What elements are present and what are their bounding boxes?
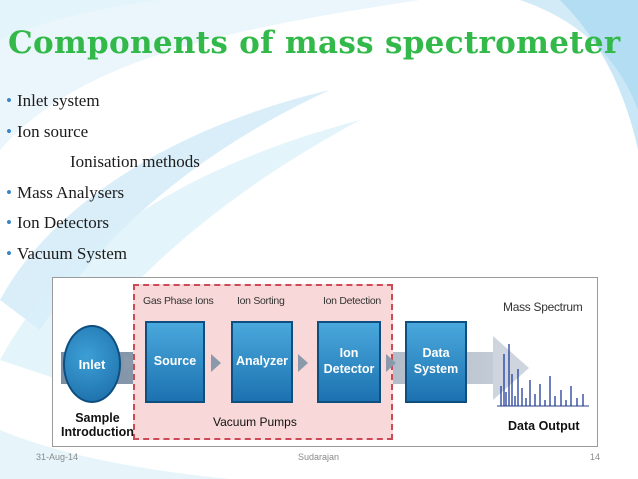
vacuum-pumps-caption: Vacuum Pumps: [213, 415, 297, 429]
analyzer-label: Analyzer: [235, 354, 289, 369]
ion-detector-label: Ion Detector: [323, 346, 375, 376]
bullet-item: •Mass Analysers: [6, 178, 200, 209]
source-node: Source: [145, 321, 205, 403]
bullet-text: Vacuum System: [16, 243, 127, 263]
bullet-list: •Inlet system •Ion source Ionisation met…: [6, 86, 200, 269]
bullet-item: •Ion source: [6, 117, 200, 148]
bullet-item: •Inlet system: [6, 86, 200, 117]
bullet-item: •Vacuum System: [6, 239, 200, 270]
bullet-glyph: •: [6, 91, 12, 110]
inlet-label: Inlet: [78, 356, 106, 372]
data-output-caption: Data Output: [508, 419, 580, 433]
sub-bullet-item: Ionisation methods: [6, 147, 200, 178]
sample-introduction-caption: Sample Introduction: [61, 411, 134, 439]
mass-spectrum-plot: [497, 344, 589, 407]
arrow-icon: [298, 354, 308, 372]
bullet-glyph: •: [6, 121, 12, 141]
bullet-glyph: •: [6, 213, 12, 232]
bullet-item: •Ion Detectors: [6, 208, 200, 239]
arrow-icon: [211, 354, 221, 372]
arrow-icon: [124, 354, 134, 372]
arrow-icon: [386, 354, 396, 372]
footer-author: Sudarajan: [298, 452, 340, 462]
mass-spectrometer-diagram: Gas Phase Ions Ion Sorting Ion Detection…: [52, 277, 598, 447]
analyzer-node: Analyzer: [231, 321, 293, 403]
bullet-text: Ion source: [16, 121, 89, 141]
bullet-glyph: •: [6, 243, 12, 263]
footer-date: 31-Aug-14: [36, 452, 79, 462]
slide-title: Components of mass spectrometer: [8, 25, 621, 61]
data-system-label: Data System: [413, 346, 459, 376]
gas-phase-ions-label: Gas Phase Ions: [143, 295, 214, 307]
ion-detection-label: Ion Detection: [323, 295, 381, 307]
bullet-glyph: •: [6, 182, 12, 202]
bullet-text: Ion Detectors: [16, 213, 110, 232]
bullet-text: Ionisation methods: [70, 152, 200, 171]
flow-arrow-head: [493, 336, 529, 400]
ion-detector-node: Ion Detector: [317, 321, 381, 403]
source-label: Source: [153, 354, 197, 369]
inlet-node: Inlet: [63, 325, 121, 403]
ion-sorting-label: Ion Sorting: [237, 295, 285, 307]
bullet-text: Mass Analysers: [16, 182, 125, 202]
bullet-text: Inlet system: [16, 91, 100, 110]
mass-spectrum-label: Mass Spectrum: [503, 300, 583, 314]
data-system-node: Data System: [405, 321, 467, 403]
footer-page-number: 14: [590, 452, 601, 462]
